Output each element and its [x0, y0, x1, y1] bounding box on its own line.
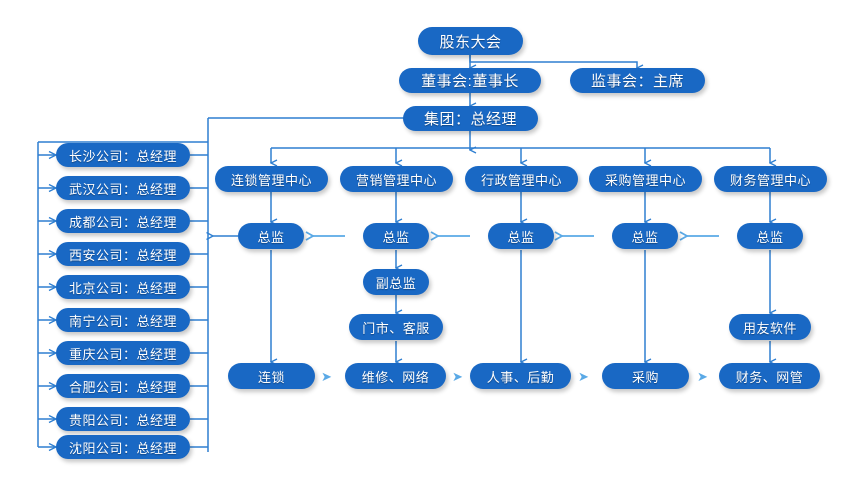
node-company-hefei[interactable]: 合肥公司：总经理 [56, 374, 190, 398]
node-storefront-customer-service[interactable]: 门市、客服 [349, 314, 443, 340]
node-label: 连锁管理中心 [230, 172, 312, 188]
node-company-chengdu[interactable]: 成都公司：总经理 [56, 209, 190, 233]
node-label: 成都公司：总经理 [68, 214, 177, 230]
node-label: 合肥公司：总经理 [68, 379, 177, 395]
node-center-chain[interactable]: 连锁管理中心 [215, 166, 328, 192]
node-company-changsha[interactable]: 长沙公司：总经理 [56, 143, 190, 167]
node-company-nanning[interactable]: 南宁公司：总经理 [56, 308, 190, 332]
node-company-guiyang[interactable]: 贵阳公司：总经理 [56, 407, 190, 431]
node-director-procurement[interactable]: 总监 [612, 223, 678, 249]
node-dept-hr-logistics[interactable]: 人事、后勤 [470, 363, 571, 389]
node-board-of-directors[interactable]: 董事会:董事长 [399, 68, 541, 93]
node-company-shenyang[interactable]: 沈阳公司：总经理 [56, 435, 190, 459]
node-company-xian[interactable]: 西安公司：总经理 [56, 242, 190, 266]
flow-arrow-maintenance-to-hr: ➤ [452, 369, 463, 385]
flow-arrow-chain-to-maintenance: ➤ [321, 369, 332, 385]
node-center-administration[interactable]: 行政管理中心 [465, 166, 578, 192]
node-label: 维修、网络 [361, 369, 430, 385]
node-label: 总监 [756, 229, 784, 245]
flow-arrow-hr-to-procurement: ➤ [578, 369, 589, 385]
node-shareholders-meeting[interactable]: 股东大会 [418, 27, 523, 55]
node-center-procurement[interactable]: 采购管理中心 [589, 166, 702, 192]
node-dept-maintenance-network[interactable]: 维修、网络 [345, 363, 446, 389]
node-label: 总监 [631, 229, 659, 245]
node-label: 沈阳公司：总经理 [68, 440, 177, 456]
node-label: 重庆公司：总经理 [68, 346, 177, 362]
flow-arrow-procurement-to-finance: ➤ [697, 369, 708, 385]
node-label: 总监 [257, 229, 285, 245]
node-label: 财务管理中心 [729, 172, 811, 188]
node-label: 西安公司：总经理 [68, 247, 177, 263]
node-company-chongqing[interactable]: 重庆公司：总经理 [56, 341, 190, 365]
node-label: 副总监 [375, 275, 417, 291]
arrow-glyph: ➤ [321, 369, 332, 384]
node-label: 贵阳公司：总经理 [68, 412, 177, 428]
node-label: 股东大会 [439, 33, 502, 51]
node-yonyou-software[interactable]: 用友软件 [729, 314, 811, 340]
node-director-finance[interactable]: 总监 [737, 223, 803, 249]
node-dept-chain[interactable]: 连锁 [228, 363, 315, 389]
node-label: 董事会:董事长 [421, 73, 519, 90]
node-director-chain[interactable]: 总监 [238, 223, 304, 249]
node-label: 总监 [507, 229, 535, 245]
arrow-glyph: ➤ [697, 369, 708, 384]
node-label: 武汉公司：总经理 [68, 181, 177, 197]
node-group-general-manager[interactable]: 集团：总经理 [403, 106, 538, 131]
node-center-finance[interactable]: 财务管理中心 [714, 166, 827, 192]
node-dept-procurement[interactable]: 采购 [602, 363, 689, 389]
node-label: 用友软件 [742, 320, 797, 336]
node-company-beijing[interactable]: 北京公司：总经理 [56, 275, 190, 299]
node-center-marketing[interactable]: 营销管理中心 [340, 166, 453, 192]
node-label: 连锁 [257, 369, 285, 385]
node-label: 人事、后勤 [486, 369, 555, 385]
node-director-administration[interactable]: 总监 [488, 223, 554, 249]
node-board-of-supervisors[interactable]: 监事会：主席 [570, 68, 705, 93]
node-deputy-director-marketing[interactable]: 副总监 [363, 269, 429, 295]
node-label: 监事会：主席 [590, 73, 684, 90]
node-label: 北京公司：总经理 [68, 280, 177, 296]
node-label: 总监 [382, 229, 410, 245]
node-label: 行政管理中心 [480, 172, 562, 188]
node-label: 集团：总经理 [423, 111, 517, 128]
node-label: 营销管理中心 [355, 172, 437, 188]
node-label: 长沙公司：总经理 [68, 148, 177, 164]
node-director-marketing[interactable]: 总监 [363, 223, 429, 249]
arrow-glyph: ➤ [578, 369, 589, 384]
node-label: 财务、网管 [735, 369, 804, 385]
node-label: 南宁公司：总经理 [68, 313, 177, 329]
node-label: 采购 [631, 369, 659, 385]
node-dept-finance-network-admin[interactable]: 财务、网管 [719, 363, 820, 389]
node-company-wuhan[interactable]: 武汉公司：总经理 [56, 176, 190, 200]
arrow-glyph: ➤ [452, 369, 463, 384]
node-label: 门市、客服 [362, 320, 430, 336]
node-label: 采购管理中心 [604, 172, 686, 188]
